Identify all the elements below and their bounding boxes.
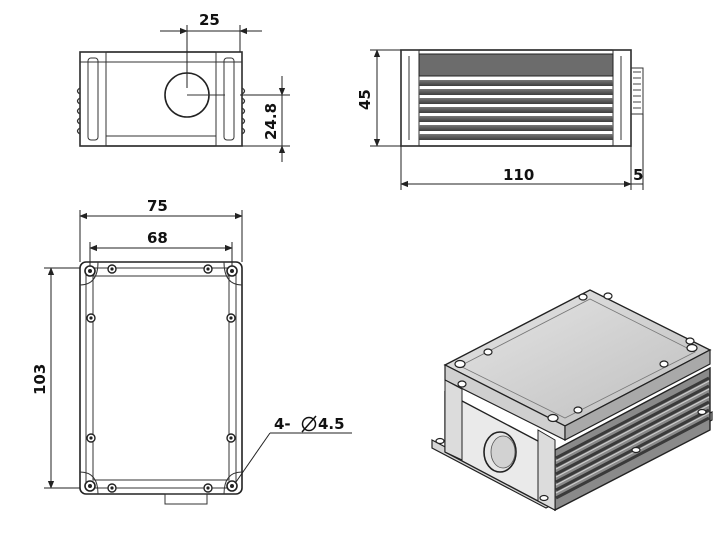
diameter-icon [301, 415, 317, 433]
side-length-label: 110 [503, 166, 534, 184]
top-hole-spacing-label: 68 [147, 229, 168, 247]
side-connector-label: 5 [633, 166, 643, 184]
iso-screw [547, 413, 559, 423]
mounting-hole [226, 480, 238, 492]
mounting-hole [226, 265, 238, 277]
front-dimensions: 25 24.8 [160, 11, 290, 162]
front-hole-offset-label: 25 [199, 11, 220, 29]
iso-screw [454, 359, 466, 369]
top-dimensions: 75 68 103 4- 4.5 [31, 197, 352, 489]
screw [86, 313, 96, 323]
top-overall-width-label: 75 [147, 197, 168, 215]
iso-screw [685, 337, 695, 345]
connector [630, 67, 644, 115]
screw [107, 264, 117, 274]
iso-screw [659, 360, 669, 368]
mounting-hole-count-label: 4- [274, 415, 291, 433]
mounting-hole [84, 480, 96, 492]
iso-screw [578, 293, 588, 301]
screw [226, 433, 236, 443]
iso-base-hole [539, 494, 549, 502]
iso-screw [603, 292, 613, 300]
iso-screw [483, 348, 493, 356]
mounting-hole [84, 265, 96, 277]
isometric-view [431, 289, 713, 512]
screw [107, 483, 117, 493]
screw [226, 313, 236, 323]
iso-base-hole [435, 437, 445, 445]
front-view [76, 51, 246, 147]
iso-base-hole [697, 408, 707, 416]
side-height-label: 45 [356, 89, 374, 110]
side-view [400, 49, 644, 147]
screw [203, 483, 213, 493]
screw [86, 433, 96, 443]
iso-screw [573, 406, 583, 414]
top-view [79, 261, 243, 505]
side-dimensions: 45 110 5 [356, 49, 644, 190]
top-length-label: 103 [31, 364, 49, 395]
front-hole-height-label: 24.8 [262, 103, 280, 140]
iso-base-hole [631, 446, 641, 454]
iso-screw [686, 343, 698, 353]
screw [203, 264, 213, 274]
iso-screw [457, 380, 467, 388]
hole-diameter-label: 4.5 [318, 415, 345, 433]
